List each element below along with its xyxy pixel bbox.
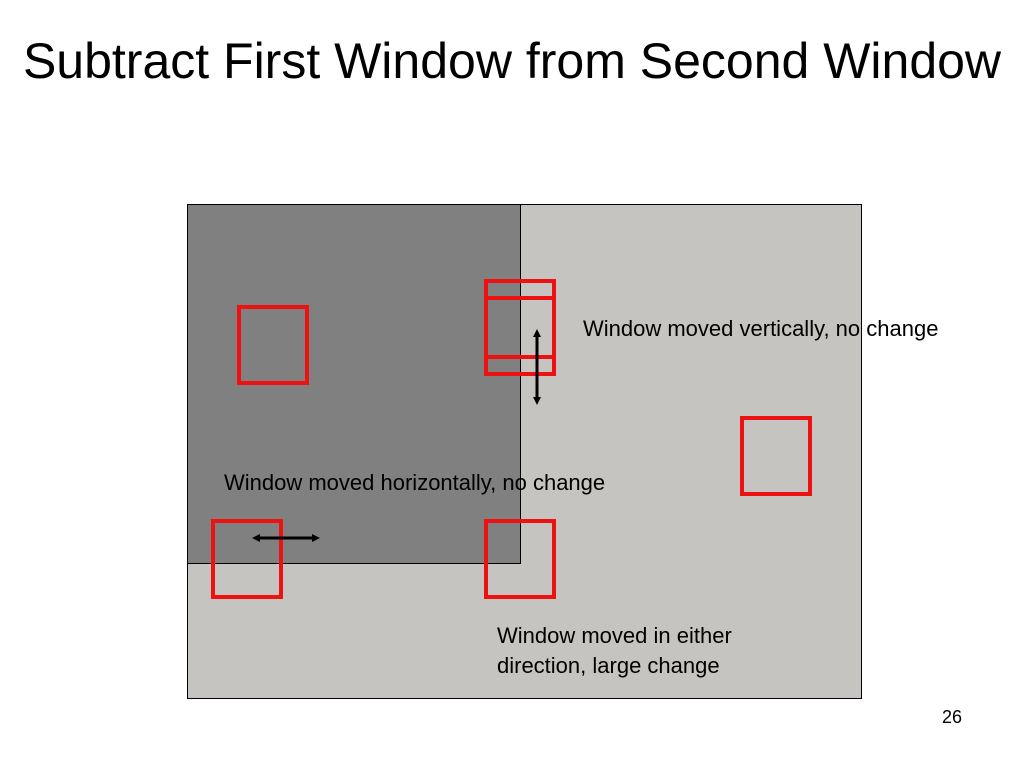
feature-square-bottom-left: [211, 519, 283, 599]
feature-square-vertical-lower: [484, 296, 556, 376]
label-vertical-move: Window moved vertically, no change: [583, 316, 939, 341]
slide-title: Subtract First Window from Second Window: [22, 33, 1002, 89]
label-either-direction: Window moved in either direction, large …: [497, 623, 732, 678]
feature-square-right: [740, 416, 812, 496]
feature-square-bottom-middle: [484, 519, 556, 599]
feature-square-top-left: [237, 305, 309, 385]
slide-number: 26: [941, 707, 962, 727]
label-horizontal-move: Window moved horizontally, no change: [224, 470, 606, 495]
